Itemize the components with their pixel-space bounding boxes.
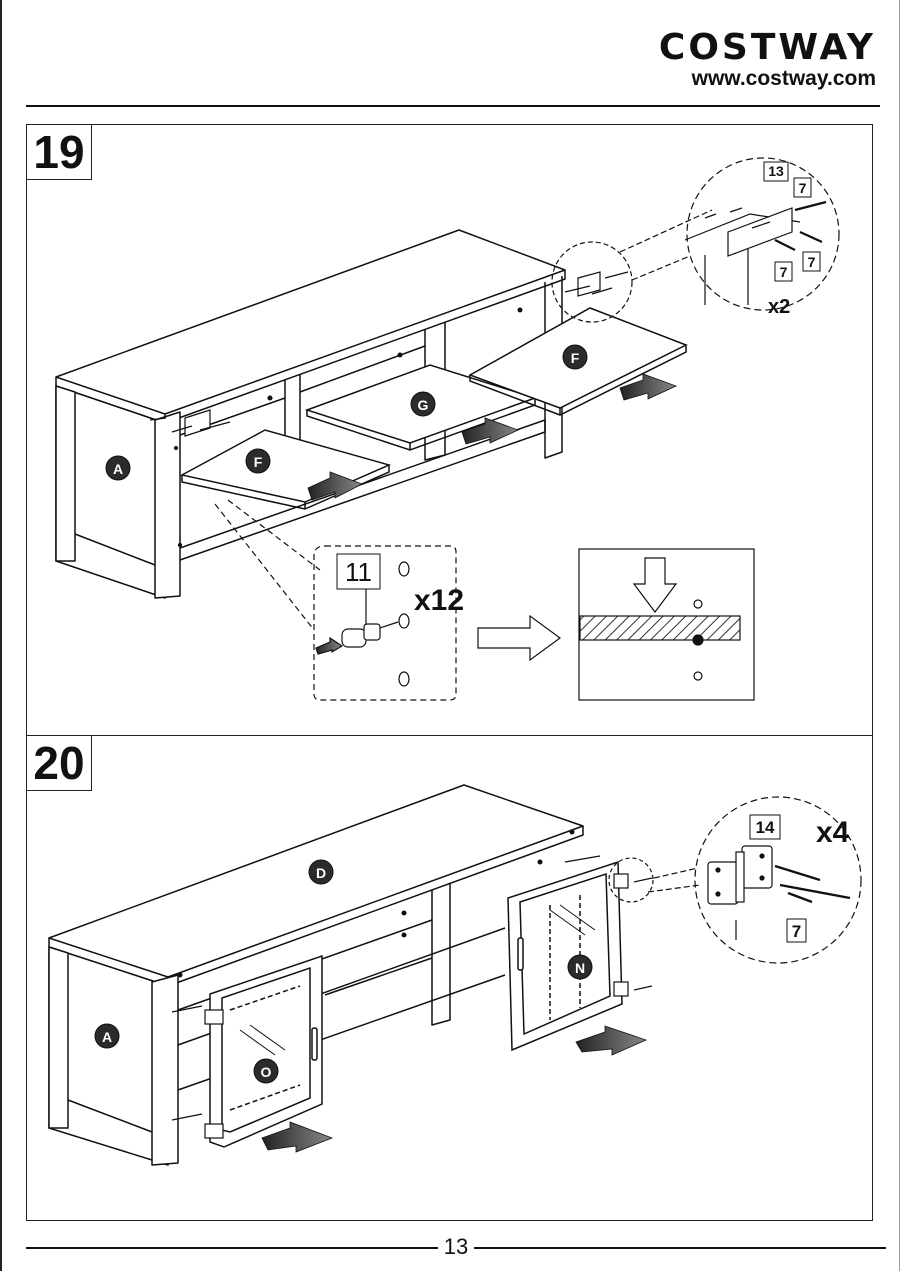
panel-label-text: N: [575, 960, 585, 976]
section-detail: [579, 549, 754, 700]
part-number: 13: [768, 163, 784, 179]
door-o: [210, 956, 322, 1147]
footer-rule-right: [474, 1247, 886, 1249]
panel-label-text: F: [571, 350, 580, 366]
panel-label-a-20: A: [95, 1024, 119, 1048]
part-7-box: 7: [794, 178, 811, 197]
panel-label-text: O: [261, 1064, 272, 1080]
panel-label-text: F: [254, 454, 263, 470]
part-number: 11: [345, 557, 372, 587]
panel-label-f-left: F: [246, 449, 270, 473]
part-number: 7: [799, 180, 807, 196]
panel-label-text: G: [418, 397, 429, 413]
step-number: 19: [26, 124, 92, 180]
quantity-x2: x2: [768, 296, 790, 318]
page-number: 13: [438, 1234, 474, 1260]
next-arrow: [478, 616, 560, 660]
panel-label-text: D: [316, 865, 326, 881]
footer-rule-left: [26, 1247, 438, 1249]
part-14-box: 14: [750, 815, 780, 839]
part-number: 7: [808, 254, 816, 270]
part-number: 14: [756, 818, 775, 837]
panel-label-d: D: [309, 860, 333, 884]
part-number: 7: [780, 264, 788, 280]
panel-label-text: A: [102, 1029, 112, 1045]
part-7-box: 7: [775, 262, 792, 281]
panel-label-a-19: A: [106, 456, 130, 480]
panel-label-n: N: [568, 955, 592, 979]
panel-label-text: A: [113, 461, 123, 477]
quantity-x4: x4: [816, 816, 850, 849]
step-number: 20: [26, 735, 92, 791]
panel-label-f-right: F: [563, 345, 587, 369]
part-11-box: 11: [337, 554, 380, 589]
part-number: 7: [792, 922, 801, 941]
door-n: [508, 862, 622, 1050]
quantity-x12: x12: [414, 584, 464, 617]
part-7-box: 7: [787, 919, 806, 942]
panel-label-g: G: [411, 392, 435, 416]
part-13-box: 13: [764, 162, 788, 181]
part-7-box: 7: [803, 252, 820, 271]
panel-label-o: O: [254, 1059, 278, 1083]
